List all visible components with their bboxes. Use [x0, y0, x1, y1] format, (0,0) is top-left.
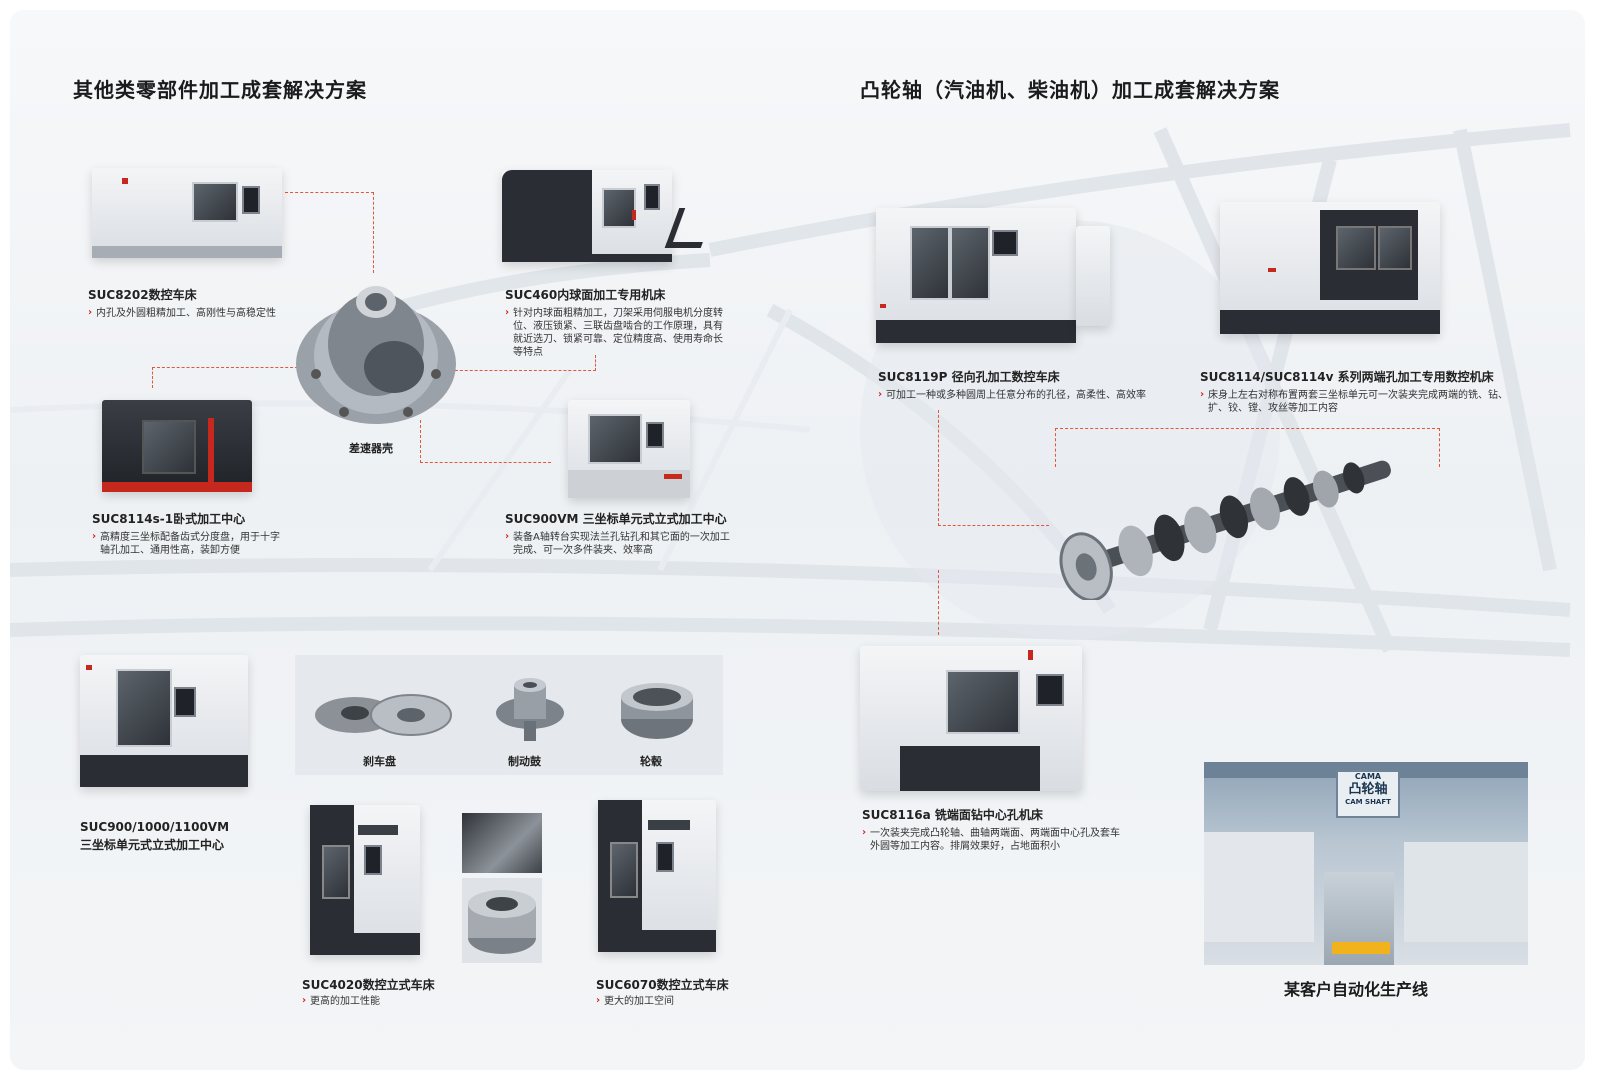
suc8114s1-name: SUC8114s-1卧式加工中心: [92, 512, 246, 526]
brake-drum-image: [496, 678, 564, 741]
suc8116a-caption: SUC8116a 铣端面钻中心孔机床 一次装夹完成凸轮轴、曲轴两端面、两端面中心…: [862, 806, 1120, 853]
connector-line: [152, 367, 303, 388]
suc8116a-name: SUC8116a 铣端面钻中心孔机床: [862, 808, 1043, 822]
differential-housing-label: 差速器壳: [349, 442, 393, 455]
suc4020-caption: SUC4020数控立式车床 更高的加工性能: [302, 976, 450, 1008]
suc6070-desc: 更大的加工空间: [596, 994, 744, 1008]
suc900vm-machine-image: [568, 400, 690, 498]
suc8114s1-desc: 高精度三坐标配备齿式分度盘，用于十字轴孔加工、通用性高，装卸方便: [92, 530, 285, 557]
left-section-title: 其他类零部件加工成套解决方案: [73, 78, 367, 102]
suc8202-desc: 内孔及外圆粗精加工、高刚性与高稳定性: [88, 306, 336, 320]
suc460-machine-image: [502, 170, 672, 262]
differential-housing-image: [296, 286, 456, 424]
suc8119p-desc: 可加工一种或多种圆周上任意分布的孔径，高柔性、高效率: [878, 388, 1176, 402]
connector-line: [285, 192, 374, 273]
suc6070-machine-image: [598, 800, 716, 952]
suc8116a-machine-image: [860, 646, 1082, 791]
suc900-1100vm-name-line2: 三坐标单元式立式加工中心: [80, 838, 225, 852]
suc900vm-caption: SUC900VM 三坐标单元式立式加工中心 装备A轴转台实现法兰孔钻孔和其它面的…: [505, 510, 735, 557]
suc900-1100vm-machine-image: [80, 655, 248, 787]
suc6070-name: SUC6070数控立式车床: [596, 978, 729, 992]
hub-label: 轮毂: [640, 755, 662, 768]
suc8116a-desc: 一次装夹完成凸轮轴、曲轴两端面、两端面中心孔及套车外圆等加工内容。排屑效果好，占…: [862, 826, 1120, 853]
production-line-photo: CAMA 凸轮轴 CAM SHAFT: [1204, 762, 1528, 965]
suc8202-caption: SUC8202数控车床 内孔及外圆粗精加工、高刚性与高稳定性: [88, 286, 336, 320]
suc8119p-side-cabinet: [1076, 226, 1110, 326]
connector-line: [938, 410, 1049, 526]
yellow-guard: [1332, 942, 1390, 954]
suc8114s1-caption: SUC8114s-1卧式加工中心 高精度三坐标配备齿式分度盘，用于十字轴孔加工、…: [92, 510, 285, 557]
suc4020-name: SUC4020数控立式车床: [302, 978, 435, 992]
suc8114v-caption: SUC8114/SUC8114v 系列两端孔加工专用数控机床 床身上左右对称布置…: [1200, 368, 1508, 415]
sign-line2: 凸轮轴: [1348, 782, 1388, 797]
chuck-part-image: [462, 878, 542, 963]
brake-disc-image: [315, 694, 452, 736]
parts-panel: 刹车盘 制动鼓 轮毂: [295, 655, 723, 775]
suc4020-desc: 更高的加工性能: [302, 994, 450, 1008]
suc8114s1-machine-image: [102, 400, 252, 492]
brake-disc-label: 刹车盘: [363, 755, 396, 768]
suc8119p-machine-image: [876, 208, 1076, 343]
right-section-title: 凸轮轴（汽油机、柴油机）加工成套解决方案: [860, 78, 1280, 102]
brochure-page: 其他类零部件加工成套解决方案 凸轮轴（汽油机、柴油机）加工成套解决方案 SUC8…: [10, 10, 1585, 1070]
suc900-1100vm-name-line1: SUC900/1000/1100VM: [80, 820, 230, 834]
suc8114v-machine-image: [1220, 202, 1440, 334]
sign-line3: CAM SHAFT: [1345, 798, 1391, 806]
connector-line: [450, 355, 596, 371]
suc900-1100vm-caption: SUC900/1000/1100VM 三坐标单元式立式加工中心: [80, 820, 229, 853]
suc900vm-desc: 装备A轴转台实现法兰孔钻孔和其它面的一次加工完成、可一次多件装夹、效率高: [505, 530, 735, 557]
suc8119p-name: SUC8119P 径向孔加工数控车床: [878, 370, 1060, 384]
suc4020-machine-image: [310, 805, 420, 955]
hub-image: [621, 683, 693, 739]
suc460-caption: SUC460内球面加工专用机床 针对内球面粗精加工，刀架采用伺服电机分度转位、液…: [505, 286, 731, 359]
connector-line: [938, 570, 939, 635]
suc6070-caption: SUC6070数控立式车床 更大的加工空间: [596, 976, 744, 1008]
sign-line1: CAMA: [1354, 772, 1382, 781]
suc8114v-desc: 床身上左右对称布置两套三坐标单元可一次装夹完成两端的铣、钻、扩、铰、镗、攻丝等加…: [1200, 388, 1508, 415]
suc460-name: SUC460内球面加工专用机床: [505, 288, 666, 302]
camshaft-image: [1059, 460, 1391, 600]
camshaft-sign: CAMA 凸轮轴 CAM SHAFT: [1336, 770, 1400, 818]
connector-line: [1055, 428, 1440, 467]
photo-caption: 某客户自动化生产线: [1284, 980, 1429, 999]
suc8114v-name: SUC8114/SUC8114v 系列两端孔加工专用数控机床: [1200, 370, 1494, 384]
line-machines-left: [1204, 832, 1314, 942]
connector-line: [420, 420, 551, 463]
line-machines-right: [1404, 842, 1528, 942]
suc8202-name: SUC8202数控车床: [88, 288, 197, 302]
suc8119p-caption: SUC8119P 径向孔加工数控车床 可加工一种或多种圆周上任意分布的孔径，高柔…: [878, 368, 1176, 402]
brake-drum-label: 制动鼓: [508, 755, 541, 768]
suc460-desc: 针对内球面粗精加工，刀架采用伺服电机分度转位、液压锁紧、三联齿盘啮合的工作原理，…: [505, 306, 731, 359]
chuck-closeup-image: [462, 813, 542, 873]
suc900vm-name: SUC900VM 三坐标单元式立式加工中心: [505, 512, 727, 526]
suc8202-machine-image: [92, 168, 282, 258]
